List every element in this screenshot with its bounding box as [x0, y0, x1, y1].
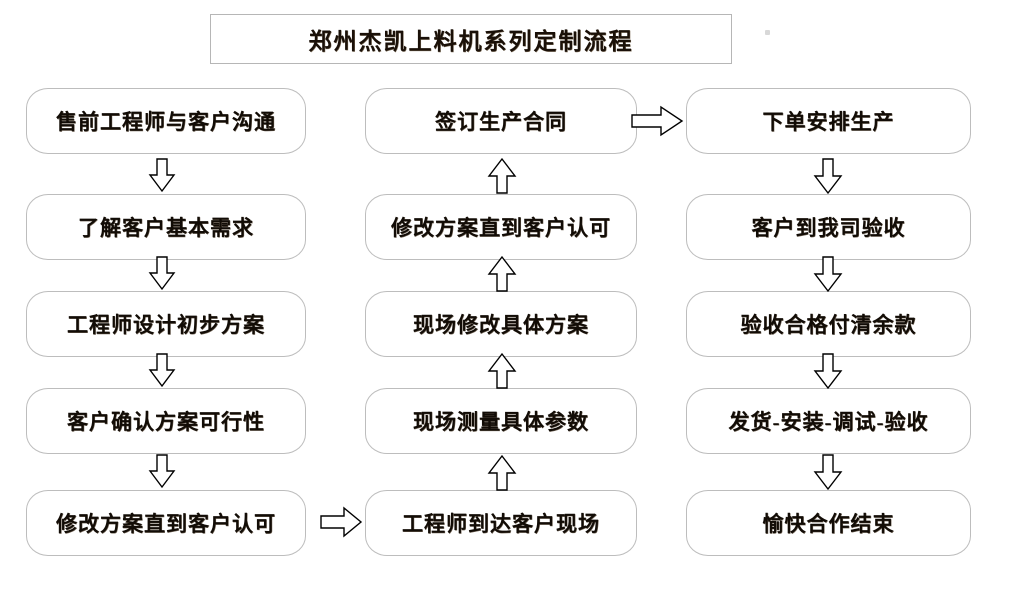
node-happy-cooperation-end[interactable]: 愉快合作结束	[686, 490, 971, 556]
node-engineer-arrives-onsite[interactable]: 工程师到达客户现场	[365, 490, 637, 556]
arrow-right-icon	[320, 506, 363, 538]
node-label: 了解客户基本需求	[78, 216, 254, 240]
node-pay-balance-after-acceptance[interactable]: 验收合格付清余款	[686, 291, 971, 357]
node-ship-install-debug-accept[interactable]: 发货-安装-调试-验收	[686, 388, 971, 454]
node-label: 客户确认方案可行性	[67, 410, 265, 434]
node-label: 愉快合作结束	[762, 512, 895, 536]
node-label: 验收合格付清余款	[740, 313, 917, 337]
arrow-down-icon	[813, 256, 843, 293]
node-label: 工程师设计初步方案	[67, 313, 265, 337]
node-label: 修改方案直到客户认可	[391, 216, 611, 240]
node-customer-inspection-at-factory[interactable]: 客户到我司验收	[686, 194, 971, 260]
node-place-order-schedule-production[interactable]: 下单安排生产	[686, 88, 971, 154]
node-onsite-revise-plan[interactable]: 现场修改具体方案	[365, 291, 637, 357]
node-label: 现场修改具体方案	[413, 313, 589, 337]
arrow-down-icon	[813, 158, 843, 195]
arrow-up-icon	[487, 352, 517, 389]
node-label: 签订生产合同	[435, 110, 567, 134]
node-label: 工程师到达客户现场	[402, 512, 600, 536]
arrow-right-icon	[631, 105, 684, 137]
diagram-title: 郑州杰凯上料机系列定制流程	[308, 29, 634, 54]
arrow-down-icon	[813, 353, 843, 390]
node-sales-engineer-communication[interactable]: 售前工程师与客户沟通	[26, 88, 306, 154]
node-onsite-measure-parameters[interactable]: 现场测量具体参数	[365, 388, 637, 454]
arrow-down-icon	[813, 454, 843, 491]
node-label: 下单安排生产	[762, 110, 895, 134]
node-label: 现场测量具体参数	[413, 410, 589, 434]
node-label: 发货-安装-调试-验收	[728, 410, 929, 434]
node-revise-until-approved-mid[interactable]: 修改方案直到客户认可	[365, 194, 637, 260]
arrow-up-icon	[487, 255, 517, 292]
arrow-down-icon	[148, 256, 176, 291]
arrow-up-icon	[487, 454, 517, 491]
node-revise-until-approved-left[interactable]: 修改方案直到客户认可	[26, 490, 306, 556]
stray-speck	[765, 30, 770, 35]
node-understand-basic-needs[interactable]: 了解客户基本需求	[26, 194, 306, 260]
arrow-down-icon	[148, 454, 176, 489]
node-sign-production-contract[interactable]: 签订生产合同	[365, 88, 637, 154]
arrow-down-icon	[148, 353, 176, 388]
diagram-title-box: 郑州杰凯上料机系列定制流程	[210, 14, 732, 64]
node-customer-confirm-feasibility[interactable]: 客户确认方案可行性	[26, 388, 306, 454]
node-label: 客户到我司验收	[751, 216, 906, 240]
node-engineer-draft-plan[interactable]: 工程师设计初步方案	[26, 291, 306, 357]
node-label: 修改方案直到客户认可	[56, 512, 276, 536]
arrow-up-icon	[487, 157, 517, 194]
arrow-down-icon	[148, 158, 176, 193]
node-label: 售前工程师与客户沟通	[56, 110, 276, 134]
